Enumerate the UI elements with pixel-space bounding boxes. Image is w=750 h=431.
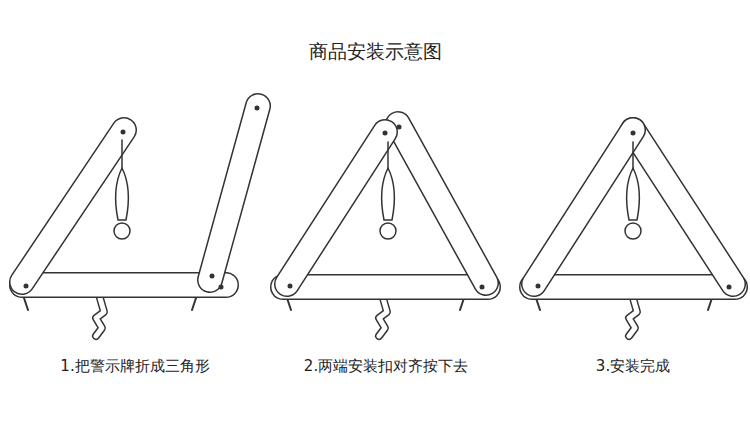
step-caption: 1.把警示牌折成三角形 <box>60 357 209 376</box>
step-three-figure <box>532 130 735 336</box>
diagram-title: 商品安装示意图 <box>309 39 442 65</box>
step-one-figure <box>22 106 258 336</box>
step-caption: 3.安装完成 <box>596 357 670 376</box>
step-caption: 2.两端安装扣对齐按下去 <box>304 357 468 376</box>
step-two-figure <box>283 124 488 336</box>
rivet-dots <box>24 106 732 290</box>
